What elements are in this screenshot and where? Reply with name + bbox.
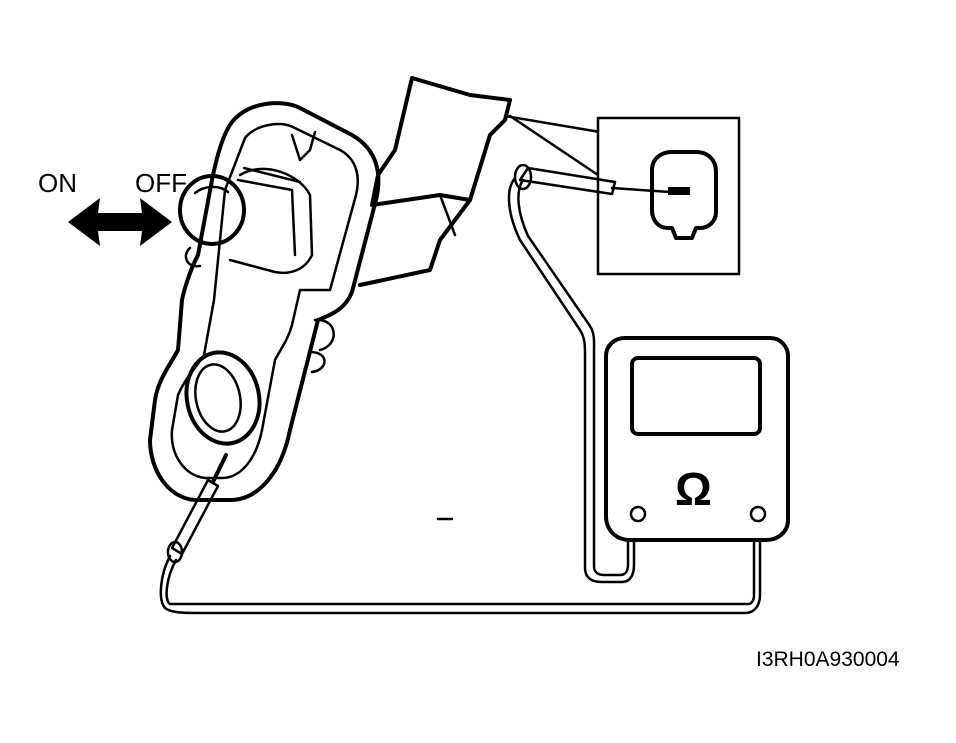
connector-housing: [358, 76, 512, 287]
switch-assembly: [148, 101, 381, 502]
connector-inset: [596, 116, 741, 276]
on-label: ON: [38, 168, 77, 198]
figure-code: I3RH0A930004: [756, 648, 900, 671]
ohmmeter-icon: [604, 336, 790, 542]
double-arrow-icon: [68, 198, 172, 246]
ohm-symbol: Ω: [675, 463, 712, 515]
off-label: OFF: [135, 168, 187, 198]
connector-terminal-icon: [650, 150, 718, 240]
test-leads: [159, 176, 762, 615]
lower-test-probe: [166, 453, 228, 564]
